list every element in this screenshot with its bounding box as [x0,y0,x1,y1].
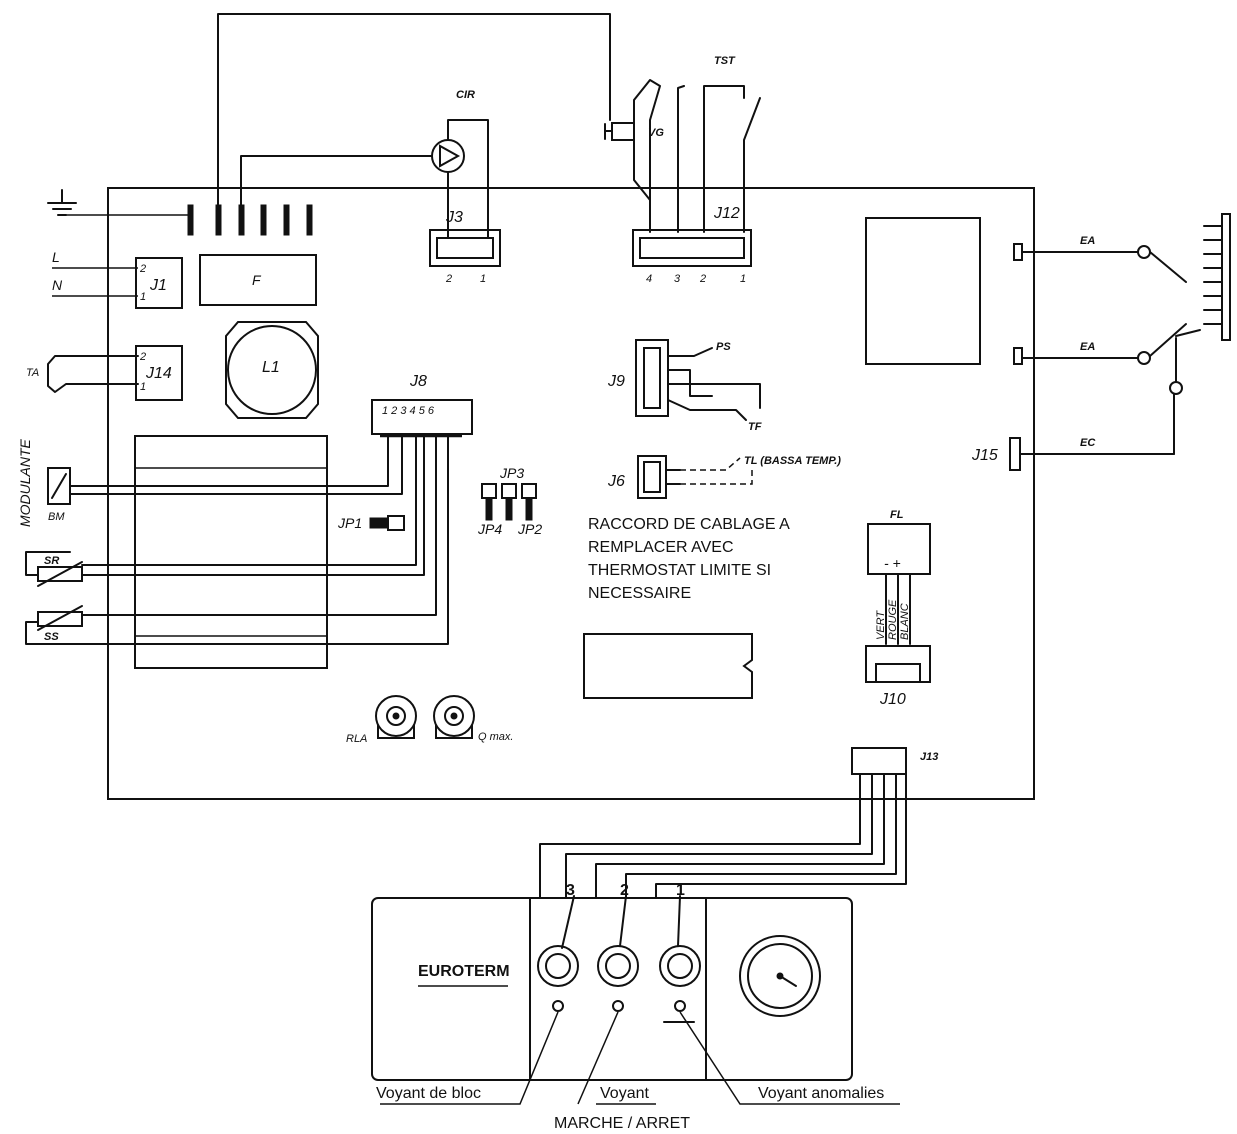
ta-label: TA [26,367,39,379]
svg-text:1: 1 [140,381,146,393]
fl-signs: - + [884,555,901,571]
flow-switch: FL - + VERT ROUGE BLANC J10 [865,509,931,708]
note-line-2: REMPLACER AVEC [588,539,734,556]
electrode-ec: EC J15 [971,393,1175,471]
j12-label: J12 [713,205,740,222]
ec-label: EC [1080,437,1096,449]
j12-connector: J12 4 3 2 1 [632,205,752,285]
svg-text:1: 1 [740,273,746,285]
j13-label: J13 [920,751,938,763]
vg-label: VG [648,127,664,139]
panel-brand: EUROTERM [418,963,510,980]
j6-connector: J6 TL (BASSA TEMP.) [607,455,841,499]
j8-connector: J8 1 2 3 4 5 6 [371,373,473,438]
svg-text:2: 2 [699,273,706,285]
circulator-pump: CIR [431,89,489,239]
j6-label: J6 [607,473,625,490]
j14-label: J14 [145,365,172,382]
jp1-jumper: JP1 [337,515,405,531]
fl-wire-rouge: ROUGE [887,599,899,640]
svg-text:1: 1 [480,273,486,285]
modulating-coil: MODULANTE BM [17,438,71,527]
svg-text:3: 3 [674,273,681,285]
sr-sensor: SR [37,555,83,587]
ea2-label: EA [1080,341,1095,353]
microcontroller-chip [583,633,753,699]
j9-label: J9 [607,373,625,390]
jp3-label: JP3 [499,465,524,481]
fl-label: FL [890,509,904,521]
pressure-gauge [739,935,821,1017]
display-module [865,217,981,365]
caption-voyant-bloc: Voyant de bloc [376,1085,481,1102]
caption-marche-arret: MARCHE / ARRET [554,1115,690,1132]
tf-label: TF [748,421,762,433]
knob-1: 1 [659,882,701,1023]
fl-wire-vert: VERT [875,610,887,640]
fl-wire-blanc: BLANC [899,603,911,640]
cir-label: CIR [456,89,475,101]
wiring-note: RACCORD DE CABLAGE A REMPLACER AVEC THER… [588,516,790,602]
ps-label: PS [716,341,731,353]
qmax-label: Q max. [478,731,513,743]
electrode-ea-2: EA [1013,323,1201,395]
knob-2-number: 2 [620,882,629,899]
j1-label: J1 [149,277,167,294]
caption-voyant-anomalies: Voyant anomalies [758,1085,884,1102]
l1-label: L1 [262,359,280,376]
j9-connector: J9 PS TF [607,339,762,433]
fuse-block [199,254,317,306]
j14-connector [135,345,183,401]
tl-label: TL (BASSA TEMP.) [744,455,841,467]
jp1-label: JP1 [337,515,362,531]
gas-valve: VG [604,79,685,233]
svg-text:2: 2 [445,273,452,285]
ss-sensor: SS [37,605,83,643]
ss-label: SS [44,631,59,643]
rla-label: RLA [346,733,367,745]
knob-1-number: 1 [676,882,685,899]
igniter-comb [1203,213,1231,341]
line-label: L [52,249,60,265]
svg-text:4: 4 [646,273,652,285]
potentiometer-rla: RLA [346,695,417,745]
svg-text:2: 2 [139,263,146,275]
electrode-ea-1: EA [1013,235,1187,283]
modulante-label: MODULANTE [17,438,33,527]
transformer-l1: L1 [225,321,319,419]
jp4-label: JP4 [477,521,502,537]
knob-3-number: 3 [566,882,575,899]
jumper-block: JP3 JP4 JP2 [477,465,542,537]
knob-2: 2 [597,882,639,1012]
tst-label: TST [714,55,736,67]
fuse-label: F [252,272,262,288]
j15-label: J15 [971,447,998,464]
neutral-label: N [52,277,63,293]
jp2-label: JP2 [517,521,542,537]
potentiometer-qmax: Q max. [433,695,513,743]
j10-label: J10 [879,691,906,708]
front-panel: EUROTERM 3 2 1 [371,882,853,1081]
j1-connector [135,257,183,309]
j3-connector: J3 2 1 [429,209,501,285]
note-line-4: NECESSAIRE [588,585,691,602]
note-line-3: THERMOSTAT LIMITE SI [588,562,771,579]
heatsink-block [134,435,328,669]
knob-3: 3 [537,882,579,1012]
j13-connector: J13 [851,747,938,775]
sr-label: SR [44,555,59,567]
svg-text:1 2 3 4 5 6: 1 2 3 4 5 6 [382,405,435,417]
tst-switch: TST [703,55,761,233]
ground-icon [47,189,190,216]
caption-voyant: Voyant [600,1085,649,1102]
svg-text:2: 2 [139,351,146,363]
svg-text:1: 1 [140,291,146,303]
bm-label: BM [48,511,65,523]
note-line-1: RACCORD DE CABLAGE A [588,516,790,533]
j3-label: J3 [445,209,463,226]
ea1-label: EA [1080,235,1095,247]
j8-label: J8 [409,373,427,390]
